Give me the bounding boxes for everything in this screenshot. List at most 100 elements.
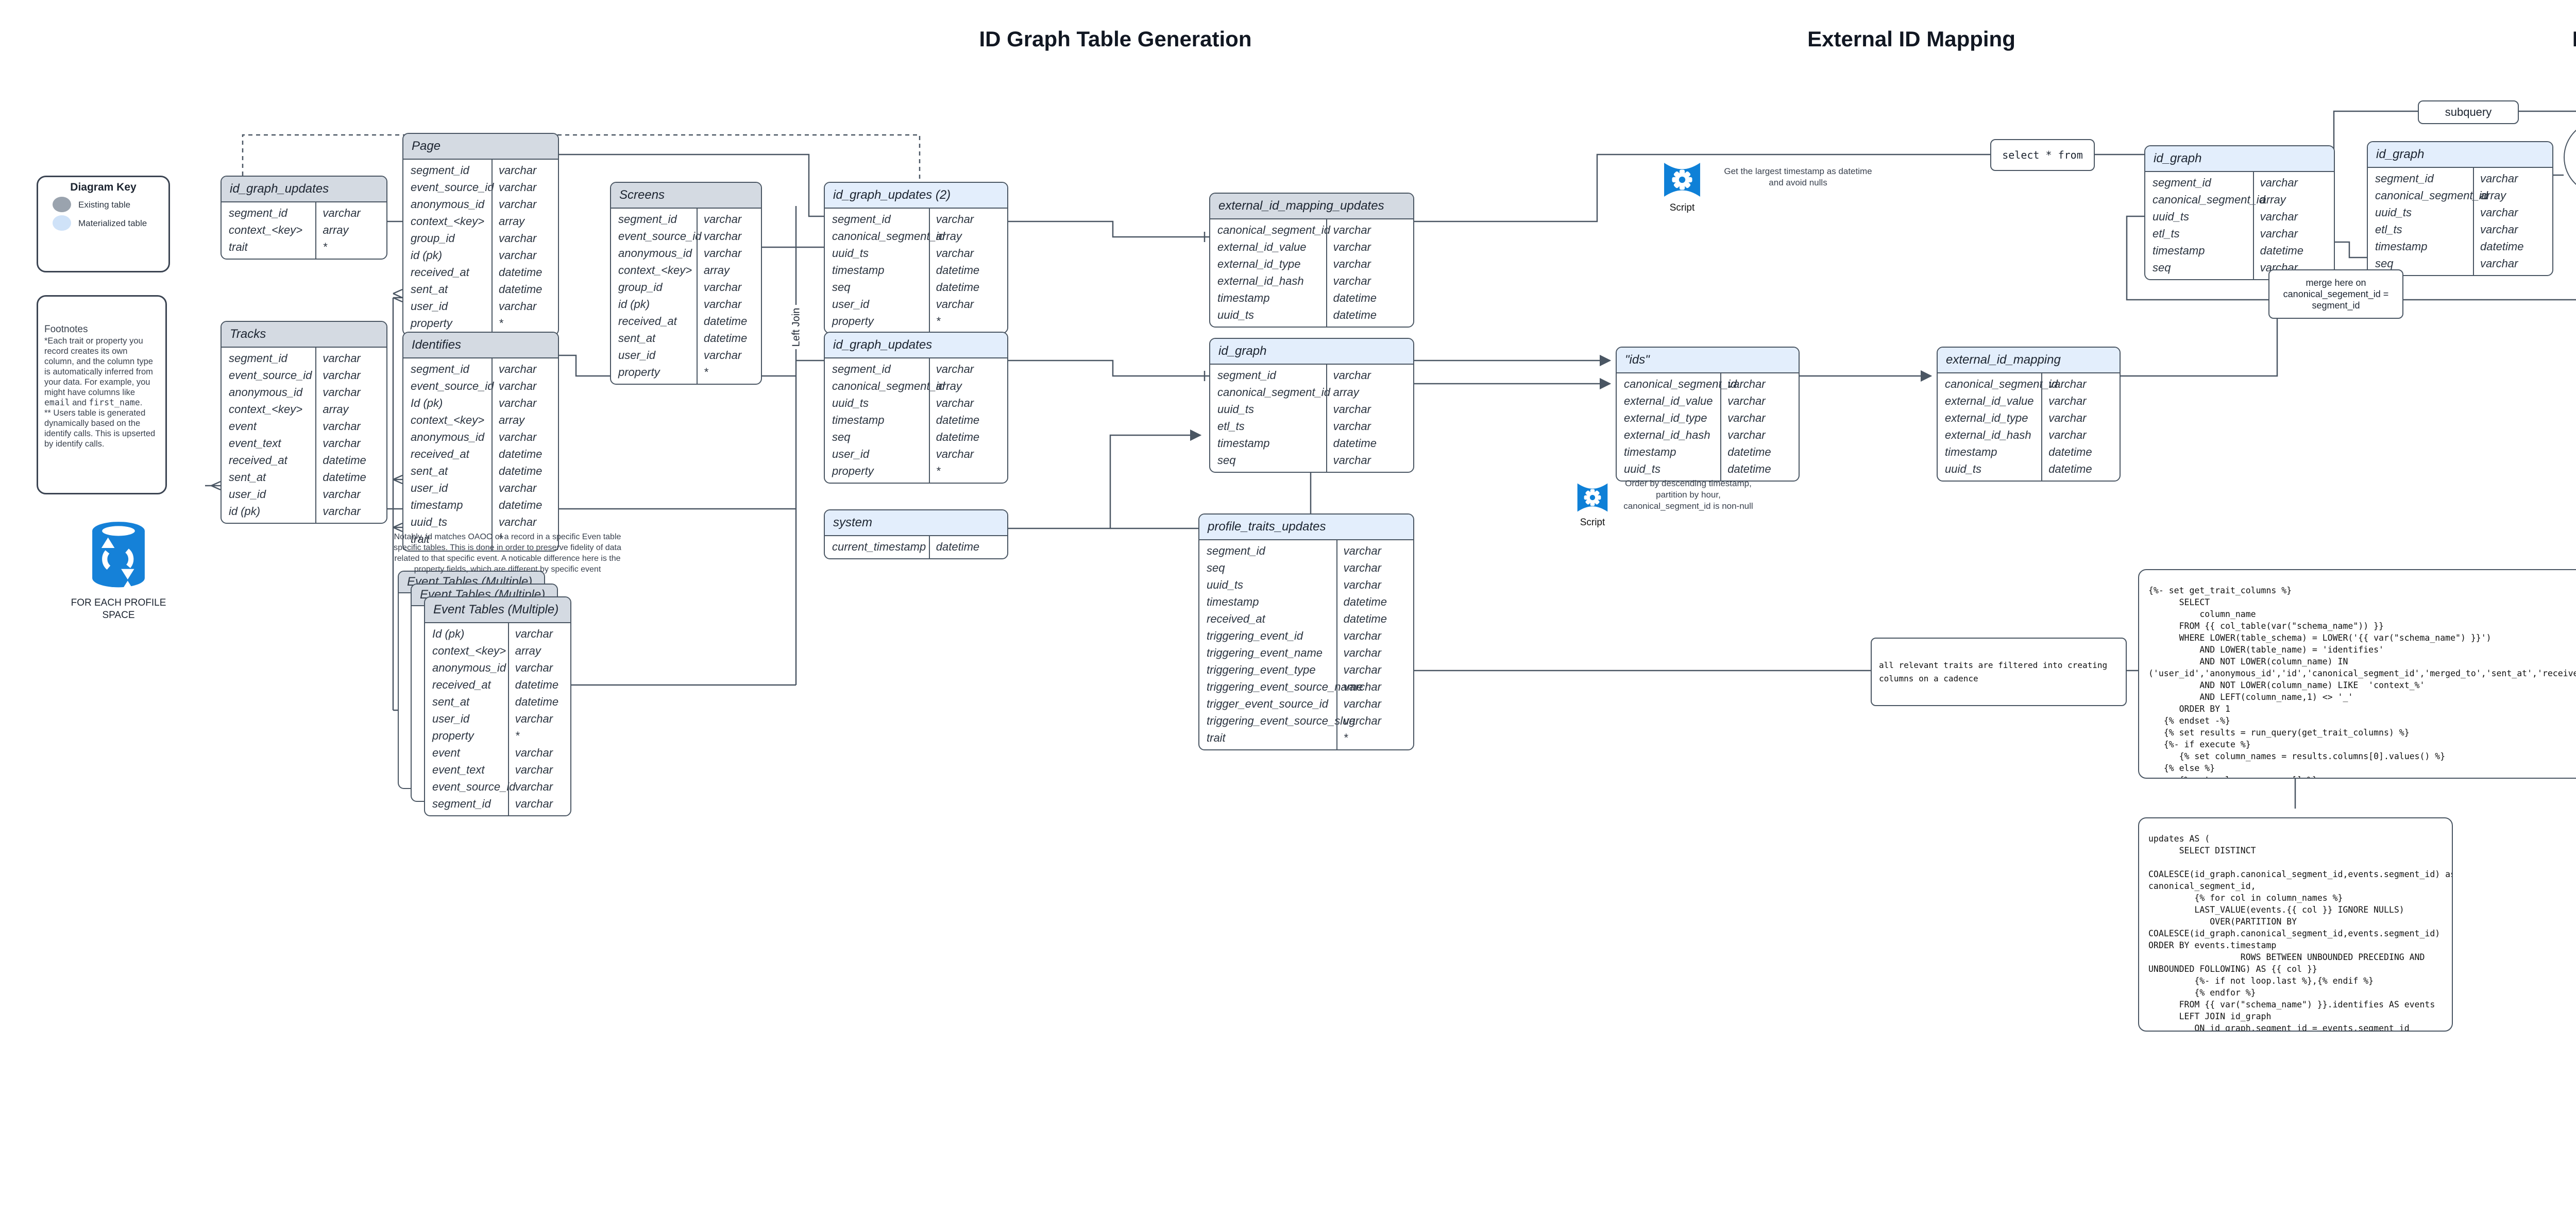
table-title: id_graph [2368,142,2552,168]
table-title: system [825,510,1007,536]
table-title: id_graph_updates (2) [825,183,1007,209]
footnote-code-email: email [44,398,70,407]
materialized-table-swatch [53,215,71,231]
table-title: id_graph [2145,146,2334,172]
legend-item-materialized: Materialized table [53,215,168,231]
left-join-vertical-label: Left Join [774,305,819,349]
table-title: id_graph [1210,339,1413,365]
footnote-text: *Each trait or property you record creat… [44,336,153,397]
table-title: Page [403,134,558,160]
legend-label: Existing table [78,199,131,210]
traits-cadence-note: all relevant traits are filtered into cr… [1871,638,2127,706]
table-row: context_<key>array [618,264,730,277]
table-title: "ids" [1617,348,1799,373]
footnotes-text-2: ** Users table is generated dynamically … [44,408,156,449]
existing-table-swatch [53,197,71,212]
script-icon [1577,483,1608,512]
sql-block-updates-cte: updates AS ( SELECT DISTINCT COALESCE(id… [2138,817,2453,1032]
section-title-profile-traits: Profile Traits [2452,27,2576,52]
table-row: context_<key>array [229,403,349,416]
table-row: id (pk)varchar [229,505,361,518]
table-title: Event Tables (Multiple) [425,597,570,623]
table-title: profile_traits_updates [1199,515,1413,540]
table-row: property* [411,317,503,330]
table-row: property* [432,729,520,742]
table-row: trait* [1207,731,1348,744]
table-title: external_id_mapping [1938,348,2120,373]
table-row: trait* [411,533,503,545]
table-row: property* [618,366,708,379]
footnote-text: and [70,398,89,407]
legend-item-existing: Existing table [53,197,168,212]
diagram-key-legend: Diagram Key Existing table Materialized … [37,176,170,272]
table-row: Id (pk)varchar [432,627,553,640]
table-title: id_graph_updates [825,333,1007,358]
subquery-label: subquery [2418,100,2519,124]
database-sync-icon [92,522,145,591]
footnote-code-first-name: first_name [89,398,140,407]
table-title: Screens [611,183,761,209]
table-row: property* [832,465,941,477]
table-row: property* [832,315,941,328]
script-label: Script [1669,202,1695,213]
table-title: Identifies [403,333,558,358]
loop-icon-label: FOR EACH PROFILE SPACE [71,597,166,621]
table-title: id_graph_updates [222,177,386,202]
left-join-vertical-text: Left Join [790,307,802,347]
